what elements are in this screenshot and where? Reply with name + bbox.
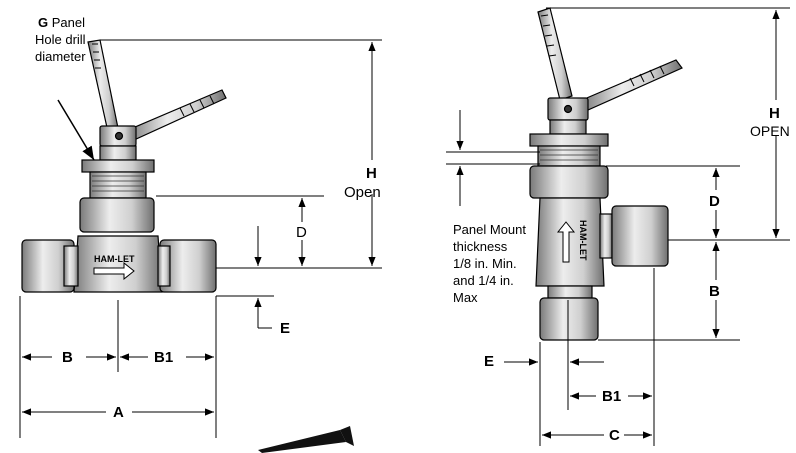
left-h-label-bg [350, 160, 396, 194]
g-callout-line1: G Panel [38, 15, 85, 30]
right-e-label: E [484, 353, 494, 370]
left-valve-handle [87, 39, 227, 147]
right-bonnet-nut [529, 165, 609, 199]
left-a-label: A [113, 404, 124, 421]
right-b-label: B [709, 283, 720, 300]
right-h-label: H [769, 105, 780, 122]
left-valve-body [21, 235, 217, 293]
left-valve-stem [81, 145, 155, 199]
right-b1-label: B1 [602, 388, 621, 405]
right-valve-view: HAM-LET H OPEN D B Panel Mount thickness… [446, 7, 796, 446]
right-c-label: C [609, 427, 620, 444]
left-b-label: B [62, 349, 73, 366]
right-d-label: D [709, 193, 720, 210]
g-callout-line2: Hole drill [35, 32, 86, 47]
left-valve-view: HAM-LET G Panel Hole drill diameter H Op… [19, 15, 396, 453]
right-b-label-bg [706, 280, 726, 300]
left-e-label: E [280, 320, 290, 337]
right-valve-brand: HAM-LET [578, 220, 588, 261]
right-valve-body [535, 197, 669, 341]
right-h-label-bg [750, 100, 796, 136]
left-d-label-bg [294, 222, 312, 240]
right-valve-handle [537, 7, 683, 121]
right-h-open-label: OPEN [750, 123, 790, 139]
left-valve-brand: HAM-LET [94, 254, 135, 264]
panel-mount-note: Panel Mount thickness 1/8 in. Min. and 1… [453, 222, 530, 305]
g-callout-leader [57, 99, 95, 161]
left-b1-label: B1 [154, 349, 173, 366]
left-d-label: D [296, 224, 307, 241]
g-callout-line3: diameter [35, 49, 86, 64]
left-bonnet-nut [79, 197, 155, 233]
right-d-label-bg [706, 190, 726, 210]
left-h-open-label: Open [344, 184, 381, 201]
left-h-label: H [366, 165, 377, 182]
left-bottom-handle-fragment [258, 430, 346, 453]
right-valve-stem [529, 119, 609, 167]
